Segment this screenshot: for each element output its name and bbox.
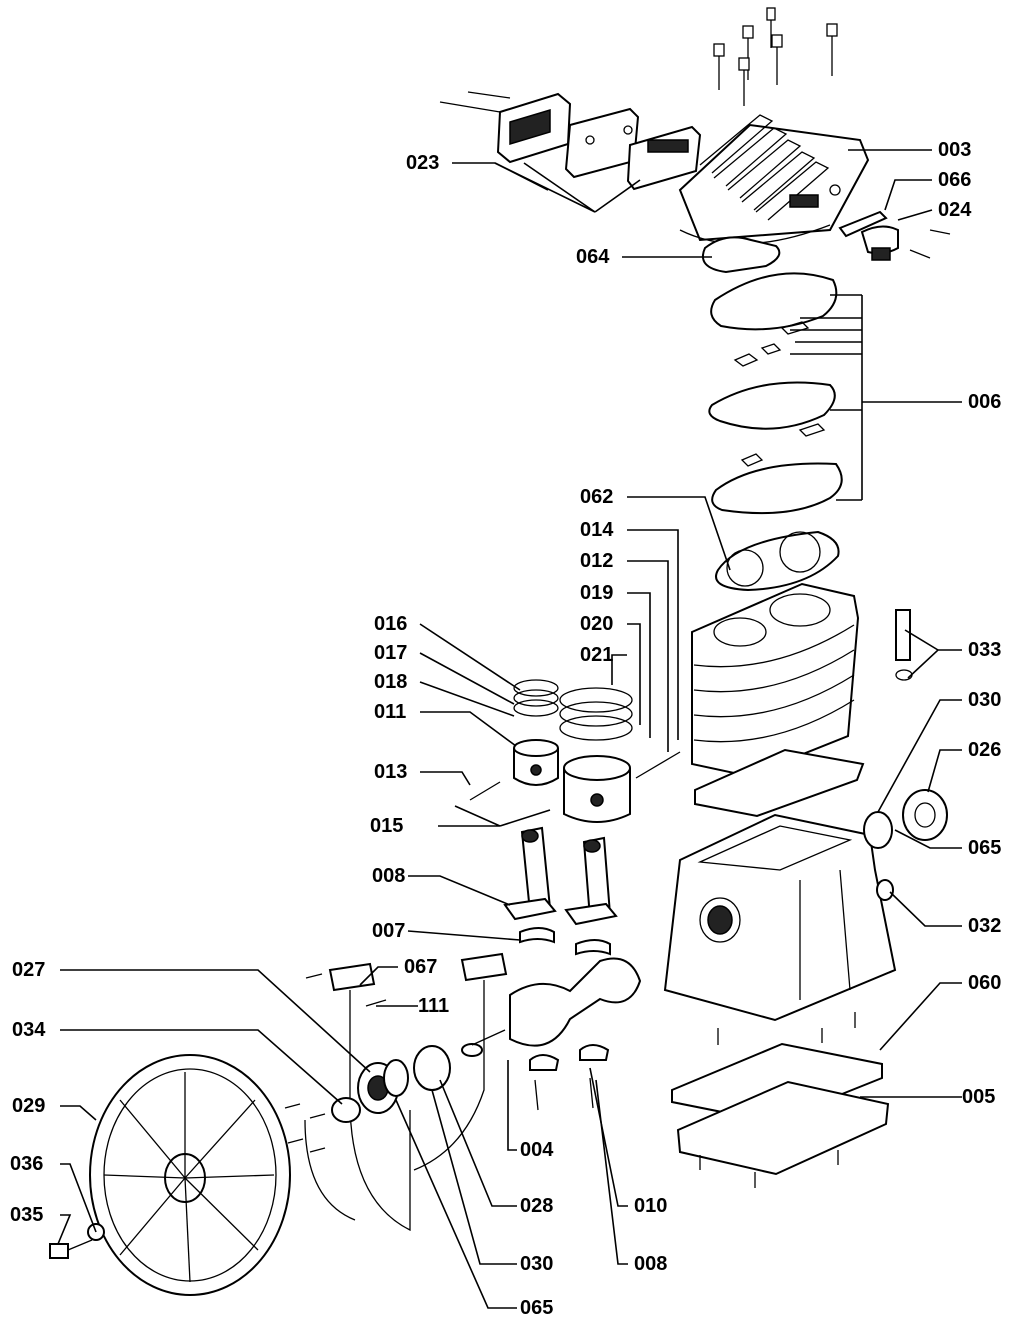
label-064: 064 — [576, 246, 610, 268]
cylinder-block — [691, 582, 860, 778]
label-016: 016 — [374, 613, 408, 635]
base-cover — [671, 1012, 890, 1188]
label-007: 007 — [372, 920, 406, 942]
piston-large — [563, 755, 631, 823]
piston-rings-large — [559, 687, 633, 741]
label-065-bottom: 065 — [520, 1297, 554, 1319]
connecting-rods — [503, 826, 618, 956]
label-065-top: 065 — [968, 837, 1002, 859]
label-010: 010 — [634, 1195, 668, 1217]
flywheel-bolt — [49, 1243, 69, 1259]
label-019: 019 — [580, 582, 614, 604]
label-026: 026 — [968, 739, 1002, 761]
label-030-top: 030 — [968, 689, 1002, 711]
crankcase — [663, 813, 897, 1022]
label-029: 029 — [12, 1095, 46, 1117]
label-013: 013 — [374, 761, 408, 783]
label-062: 062 — [580, 486, 614, 508]
valve-fittings — [838, 210, 951, 261]
label-020: 020 — [580, 613, 614, 635]
label-008-bottom: 008 — [634, 1253, 668, 1275]
frame-handle — [304, 952, 508, 1232]
label-060: 060 — [968, 972, 1002, 994]
label-034: 034 — [12, 1019, 46, 1041]
label-033: 033 — [968, 639, 1002, 661]
head-gasket — [701, 236, 781, 274]
flywheel — [89, 1054, 291, 1296]
bearing-housing-left — [331, 1045, 451, 1123]
small-bolts — [284, 973, 387, 1153]
label-012: 012 — [580, 550, 614, 572]
cylinder-gasket — [715, 530, 840, 592]
label-011: 011 — [374, 701, 407, 723]
label-028: 028 — [520, 1195, 554, 1217]
rod-caps — [529, 1044, 610, 1111]
crankshaft — [461, 957, 642, 1057]
label-014: 014 — [580, 519, 614, 541]
label-030-bottom: 030 — [520, 1253, 554, 1275]
label-021: 021 — [580, 644, 614, 666]
leader-lines — [57, 149, 962, 1309]
label-008-top: 008 — [372, 865, 406, 887]
piston-rings-small — [513, 679, 559, 717]
label-004: 004 — [520, 1139, 554, 1161]
label-023: 023 — [406, 152, 440, 174]
label-005: 005 — [962, 1086, 996, 1108]
bearing-cover-right — [863, 789, 948, 901]
crankcase-gasket — [694, 748, 865, 818]
label-003: 003 — [938, 139, 972, 161]
label-036: 036 — [10, 1153, 44, 1175]
label-024: 024 — [938, 199, 972, 221]
label-111: 111 — [418, 995, 450, 1017]
manifold-covers — [439, 91, 702, 191]
label-035: 035 — [10, 1204, 44, 1226]
breather — [895, 609, 911, 661]
label-018: 018 — [374, 671, 408, 693]
label-015: 015 — [370, 815, 404, 837]
piston-small — [513, 739, 559, 786]
valve-plate-assembly — [708, 272, 843, 515]
label-017: 017 — [374, 642, 408, 664]
label-006: 006 — [968, 391, 1002, 413]
head-bolts — [713, 7, 838, 106]
label-066: 066 — [938, 169, 972, 191]
label-027: 027 — [12, 959, 46, 981]
cylinder-head — [678, 114, 870, 245]
label-067: 067 — [404, 956, 438, 978]
label-032: 032 — [968, 915, 1002, 937]
